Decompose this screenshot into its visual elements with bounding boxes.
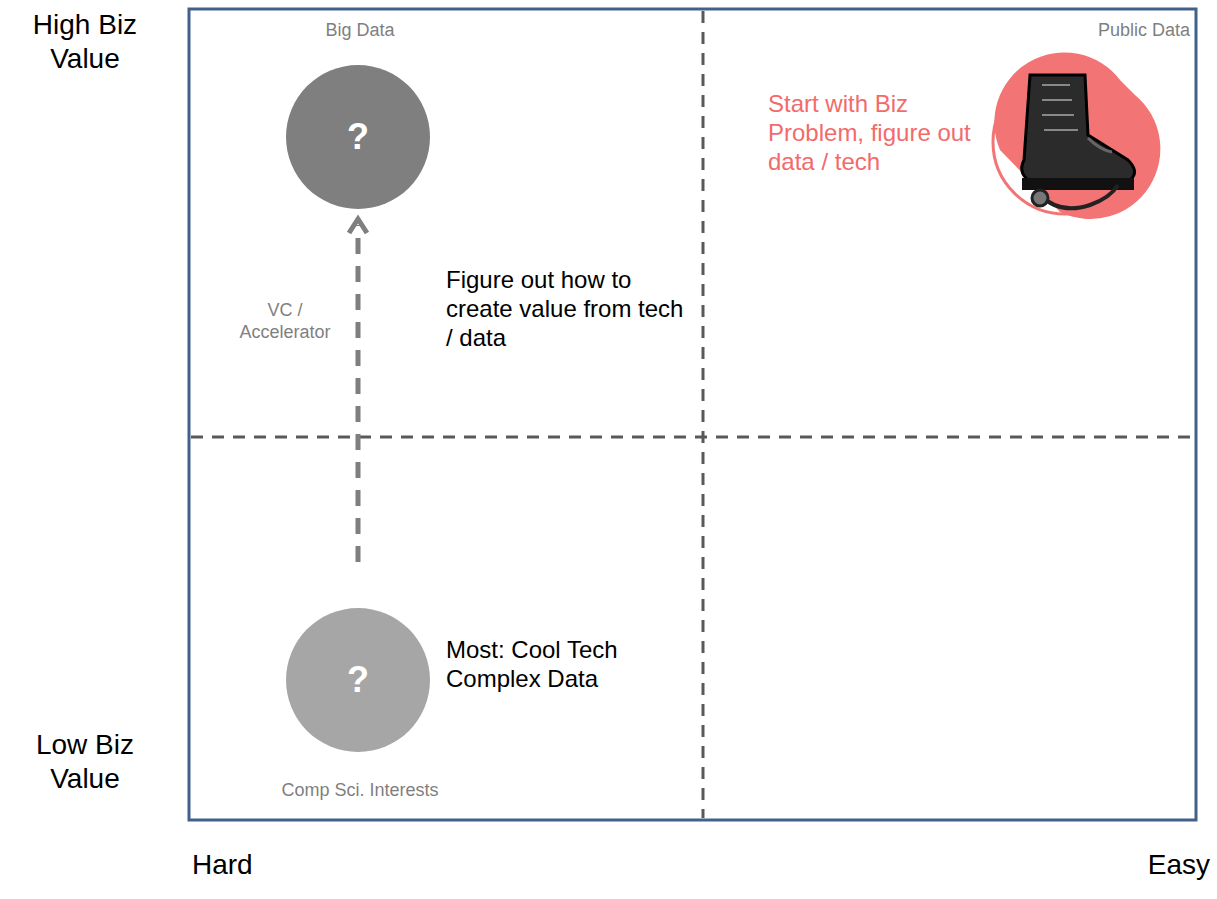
callout-note: Most: Cool Tech Complex Data: [446, 636, 626, 694]
node-text: ?: [347, 659, 369, 701]
axis-label: Low Biz Value: [5, 728, 165, 795]
quadrant-label: Big Data: [270, 20, 450, 42]
boot-icon: [993, 52, 1160, 218]
quadrant-divider: [702, 11, 705, 818]
node-text: ?: [347, 116, 369, 158]
quadrant-divider: [191, 436, 1194, 439]
quadrant-label: Comp Sci. Interests: [240, 780, 480, 802]
axis-label: Hard: [192, 848, 312, 882]
axis-label: Easy: [1080, 848, 1210, 882]
outer-frame: [189, 9, 1196, 820]
tech-circle: ?: [286, 608, 430, 752]
arrow-label: VC / Accelerator: [230, 300, 340, 343]
callout-note: Start with Biz Problem, figure out data …: [768, 90, 983, 176]
quadrant-label: Public Data: [1020, 20, 1190, 42]
callout-note: Figure out how to create value from tech…: [446, 266, 686, 352]
axis-label: High Biz Value: [5, 8, 165, 75]
dashed-arrow: [349, 219, 367, 562]
big-data-circle: ?: [286, 65, 430, 209]
